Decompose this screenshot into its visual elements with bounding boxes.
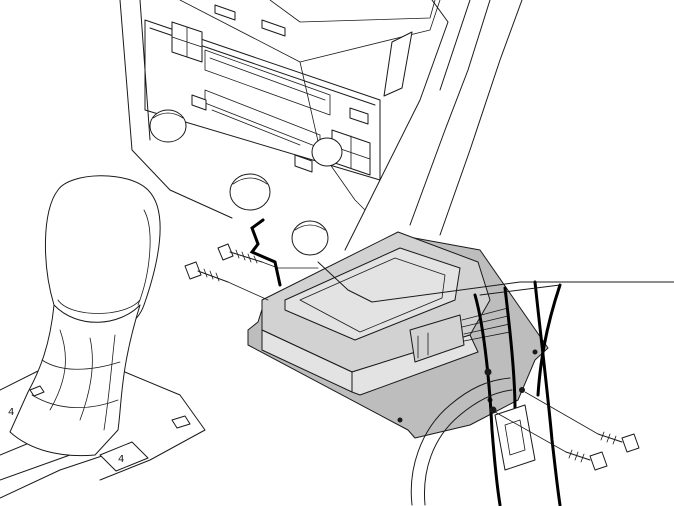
screw-upper-left [217, 243, 263, 264]
gate-mark-square: 4 [118, 454, 124, 465]
volume-knob [149, 109, 187, 143]
mount-hole [532, 349, 538, 355]
zigzag-indicator [249, 218, 282, 287]
leader-line [524, 391, 599, 435]
screw-lower-left [184, 261, 229, 283]
leader-line [494, 411, 567, 453]
bracket-clip [494, 404, 536, 471]
reference-line [317, 261, 674, 303]
control-module [247, 231, 549, 439]
tuning-knob [311, 137, 343, 167]
climate-knob-right [291, 220, 329, 256]
wire-harness [410, 377, 513, 506]
gear-shifter: 4 4 [0, 175, 206, 499]
radio-head-unit [144, 0, 436, 181]
climate-knob-left [229, 173, 271, 211]
bracket-hole [484, 368, 492, 376]
gate-mark-left: 4 [8, 407, 14, 418]
gate-indicator: 4 [99, 441, 149, 472]
gear-knob [45, 175, 161, 336]
leader-line [261, 261, 319, 269]
bracket-hole [519, 387, 525, 393]
support-bracket [473, 280, 562, 506]
screw-right-upper [597, 431, 640, 453]
module-connector [409, 314, 465, 363]
screw-right-lower [565, 449, 608, 471]
mount-hole [397, 417, 403, 423]
center-console [119, 0, 523, 251]
shift-boot [9, 304, 141, 457]
leader-line [227, 281, 269, 301]
side-display [383, 31, 413, 97]
